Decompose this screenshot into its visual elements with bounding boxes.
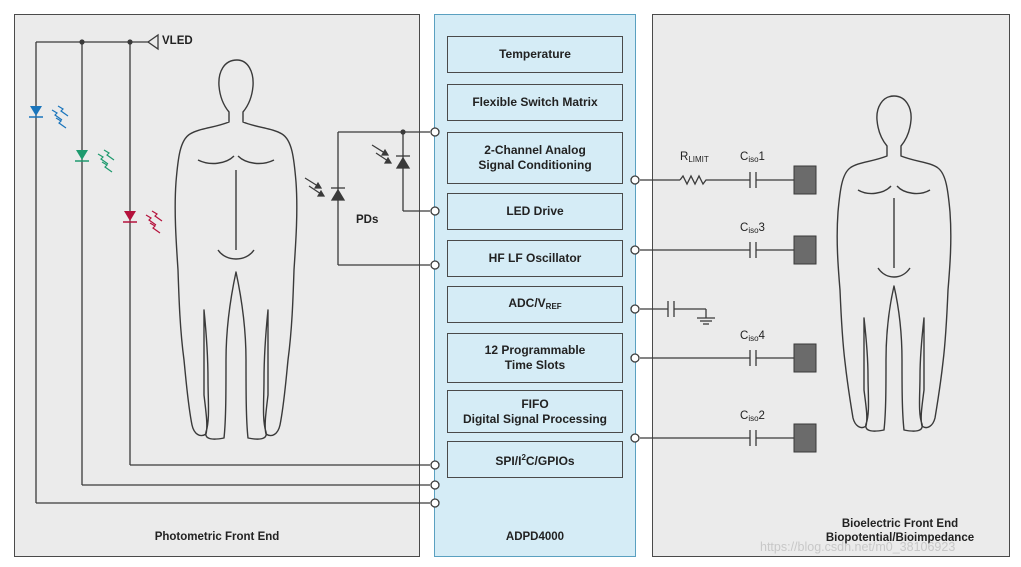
fifo-dsp-block: FIFO Digital Signal Processing xyxy=(447,390,623,433)
bioelectric-front-end-title: Bioelectric Front End Biopotential/Bioim… xyxy=(825,518,975,544)
adpd4000-title: ADPD4000 xyxy=(505,531,565,543)
electrode-4 xyxy=(793,343,817,373)
bioelectric-front-end-panel xyxy=(652,14,1010,557)
analog-signal-conditioning-block: 2-Channel Analog Signal Conditioning xyxy=(447,132,623,184)
blue-led-icon xyxy=(29,105,69,129)
c-iso-1-label: Ciso1 xyxy=(740,151,765,164)
pds-label: PDs xyxy=(356,214,379,226)
red-led-icon xyxy=(123,210,163,234)
watermark: https://blog.csdn.net/m0_38106923 xyxy=(760,540,956,554)
led-drive-block: LED Drive xyxy=(447,193,623,230)
block-label: LED Drive xyxy=(506,204,564,218)
green-led-icon xyxy=(75,149,115,173)
flexible-switch-matrix-block: Flexible Switch Matrix xyxy=(447,84,623,121)
temperature-block: Temperature xyxy=(447,36,623,73)
electrode-2 xyxy=(793,423,817,453)
block-label: SPI/I2C/GPIOs xyxy=(495,453,575,468)
electrode-3 xyxy=(793,235,817,265)
vled-label: VLED xyxy=(162,35,193,47)
adc-vref-block: ADC/VREF xyxy=(447,286,623,323)
photodiode-icon xyxy=(395,155,411,169)
block-label-line1: 12 Programmable xyxy=(484,343,586,357)
human-figure-icon xyxy=(174,59,298,440)
r-limit-label: RLIMIT xyxy=(680,151,709,164)
block-label-line2: Digital Signal Processing xyxy=(462,411,608,426)
block-label: HF LF Oscillator xyxy=(488,251,582,265)
block-label-line2: Signal Conditioning xyxy=(478,158,592,172)
block-label: Temperature xyxy=(499,47,571,61)
block-label-line1: 2-Channel Analog xyxy=(484,143,586,157)
block-label-line2: Time Slots xyxy=(504,358,566,372)
c-iso-3-label: Ciso3 xyxy=(740,222,765,235)
photometric-front-end-title: Photometric Front End xyxy=(154,531,280,543)
spi-i2c-gpio-block: SPI/I2C/GPIOs xyxy=(447,441,623,478)
photodiode-icon xyxy=(330,187,346,201)
human-figure-icon xyxy=(836,95,952,432)
block-label: Flexible Switch Matrix xyxy=(472,95,598,109)
block-label: ADC/VREF xyxy=(508,295,562,311)
hf-lf-oscillator-block: HF LF Oscillator xyxy=(447,240,623,277)
incident-light-icon xyxy=(304,144,393,197)
block-label-line1: FIFO xyxy=(521,396,549,411)
c-iso-2-label: Ciso2 xyxy=(740,410,765,423)
c-iso-4-label: Ciso4 xyxy=(740,330,765,343)
time-slots-block: 12 Programmable Time Slots xyxy=(447,333,623,383)
electrode-1 xyxy=(793,165,817,195)
